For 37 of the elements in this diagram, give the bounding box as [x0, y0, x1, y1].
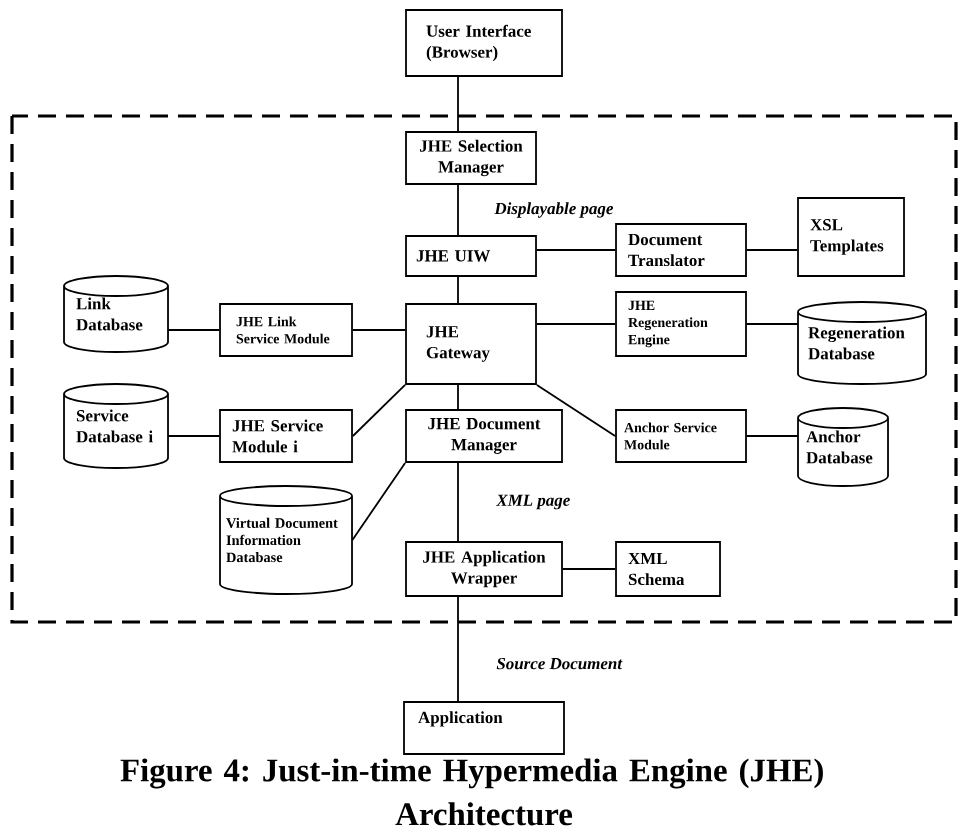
- connector-line: [536, 384, 616, 437]
- caption: Figure 4: Just-in-time Hypermedia Engine (JHE) Architecture: [120, 758, 823, 826]
- process-box: JHE Application Wrapper: [405, 541, 563, 597]
- edge-label: XML page: [495, 494, 570, 510]
- connector-line: [536, 323, 616, 325]
- connector-line: [457, 184, 459, 236]
- connector-line: [351, 462, 406, 541]
- connector-line: [167, 435, 220, 437]
- process-box: JHE Document Manager: [405, 409, 563, 463]
- process-box: XML Schema: [615, 541, 721, 597]
- connector-line: [457, 462, 459, 542]
- database-cylinder: Regeneration Database: [797, 301, 927, 385]
- edge-label: Source Document: [496, 657, 623, 670]
- connector-line: [746, 249, 798, 251]
- process-box: User Interface (Browser): [405, 9, 563, 77]
- database-cylinder: Anchor Database: [797, 407, 889, 487]
- process-box: XSL Templates: [797, 197, 905, 277]
- connector-line: [457, 384, 459, 410]
- connector-line: [457, 596, 459, 702]
- process-box: Document Translator: [615, 223, 747, 277]
- database-cylinder: Link Database: [63, 275, 169, 353]
- process-box: Application: [403, 701, 565, 755]
- connector-line: [352, 329, 406, 331]
- connector-line: [167, 329, 220, 331]
- connector-line: [562, 568, 616, 570]
- process-box: JHE UIW: [405, 235, 537, 277]
- process-box: JHE Service Module i: [219, 409, 353, 463]
- edge-label: Displayable page: [494, 202, 614, 218]
- connector-line: [457, 276, 459, 304]
- connector-line: [457, 76, 459, 132]
- database-cylinder: Service Database i: [63, 383, 169, 469]
- connector-line: [536, 249, 616, 251]
- process-box: JHE Selection Manager: [405, 131, 537, 185]
- connector-line: [746, 323, 799, 325]
- connector-line: [352, 384, 406, 437]
- process-box: JHE Gateway: [405, 303, 537, 385]
- connector-line: [746, 435, 799, 437]
